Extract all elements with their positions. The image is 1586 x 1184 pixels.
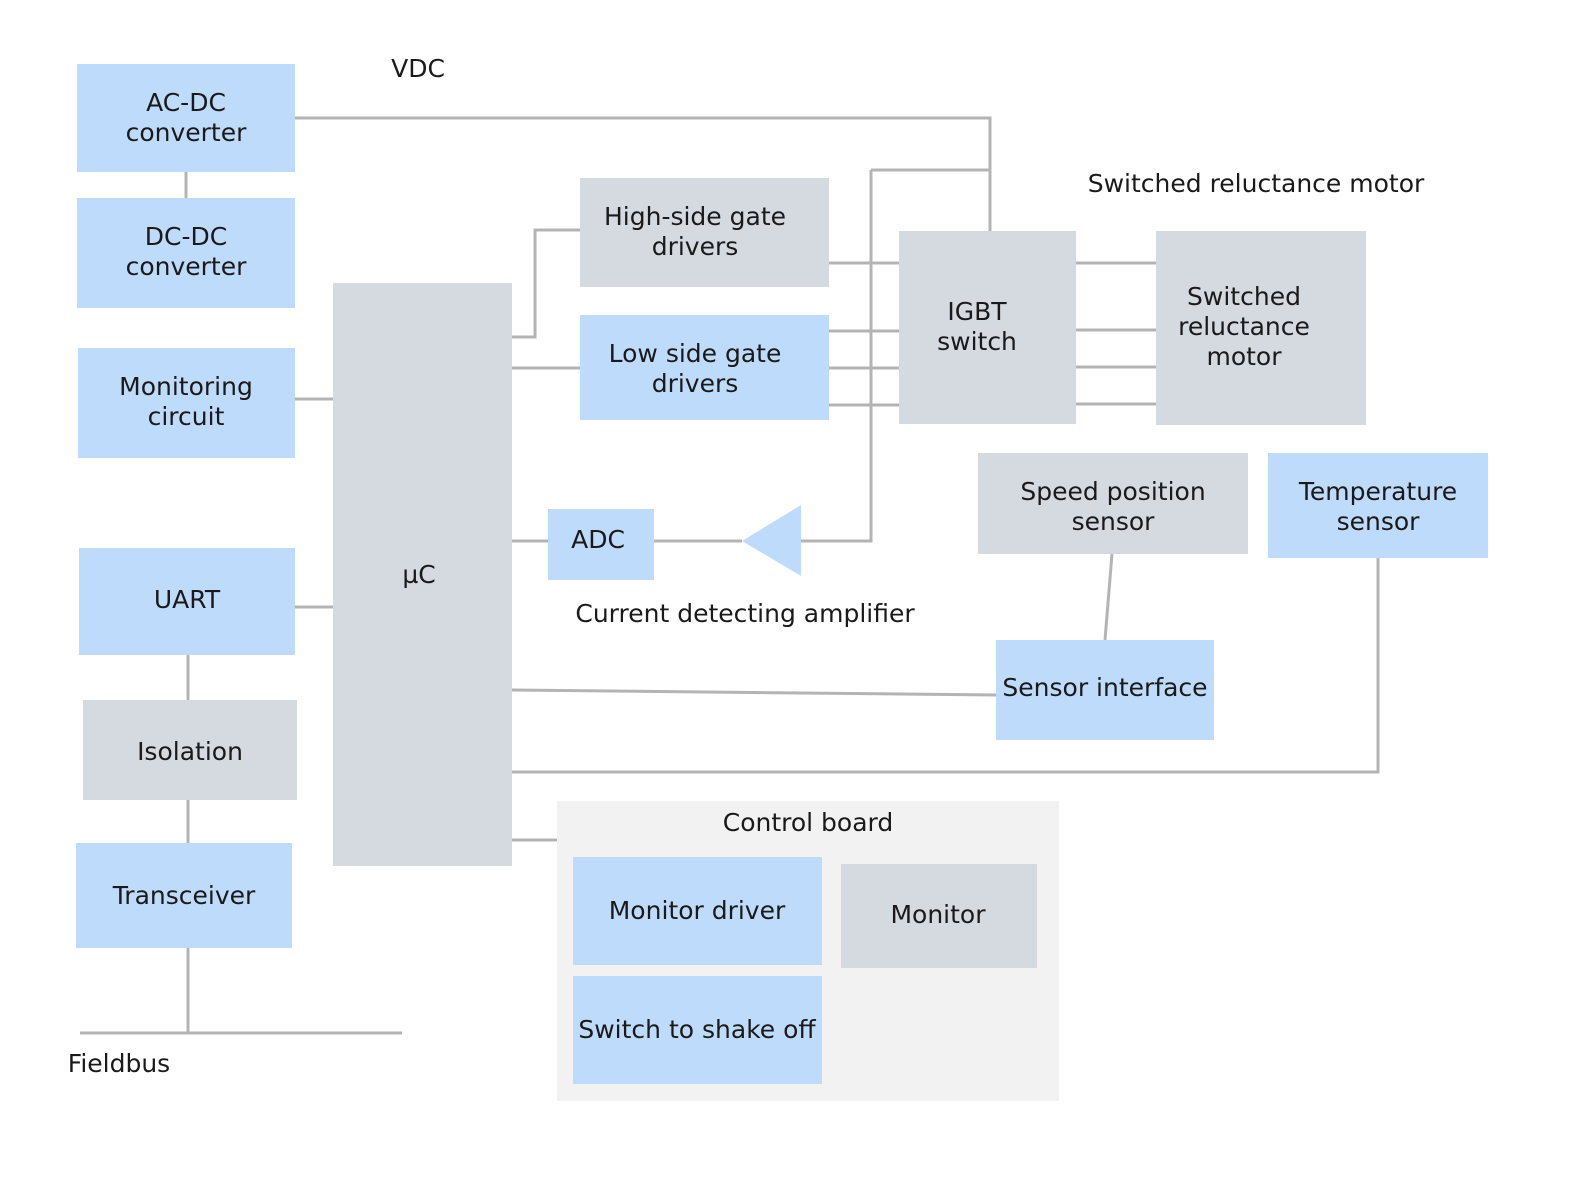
monitor-label: Monitor — [890, 900, 986, 929]
adc-label: ADC — [571, 525, 625, 554]
high-side-gate-drivers-box[interactable] — [580, 178, 829, 287]
temperature-sensor-block[interactable]: Temperature sensor — [1268, 453, 1488, 558]
isolation-block[interactable]: Isolation — [83, 700, 297, 800]
wire-layer — [80, 116, 1380, 1035]
high-side-gate-drivers-label-line1: High-side gate — [604, 202, 786, 231]
fieldbus-label: Fieldbus — [68, 1049, 170, 1078]
low-side-gate-drivers-box[interactable] — [580, 315, 829, 420]
monitoring-circuit-block[interactable]: Monitoring circuit — [78, 348, 295, 458]
high-side-gate-drivers-label-line2: drivers — [652, 232, 739, 261]
monitoring-circuit-label-line2: circuit — [148, 402, 225, 431]
dc-dc-converter-label-line1: DC-DC — [145, 222, 227, 251]
wire-mcu-to-sensor-interface — [511, 688, 997, 697]
current-detecting-amplifier-label: Current detecting amplifier — [575, 599, 915, 628]
control-board-group: Control board Monitor driver Monitor Swi… — [557, 801, 1059, 1101]
igbt-switch-block[interactable]: IGBT switch — [899, 231, 1076, 424]
igbt-switch-box[interactable] — [899, 231, 1076, 424]
monitoring-circuit-label-line1: Monitoring — [119, 372, 253, 401]
ac-dc-converter-label-line2: converter — [126, 118, 248, 147]
switched-reluctance-motor-group-label: Switched reluctance motor — [1088, 169, 1425, 198]
sensor-interface-box[interactable] — [996, 640, 1214, 740]
switch-to-shake-off-block[interactable]: Switch to shake off — [573, 976, 822, 1084]
uart-block[interactable]: UART — [79, 548, 295, 655]
temperature-sensor-box[interactable] — [1268, 453, 1488, 558]
transceiver-box[interactable] — [76, 843, 292, 948]
isolation-label: Isolation — [137, 737, 243, 766]
mcu-block[interactable]: µC — [333, 283, 512, 866]
high-side-gate-drivers-block[interactable]: High-side gate drivers — [580, 178, 829, 287]
speed-position-sensor-block[interactable]: Speed position sensor — [978, 453, 1248, 554]
switch-to-shake-off-label: Switch to shake off — [578, 1015, 816, 1044]
dc-dc-converter-block[interactable]: DC-DC converter — [77, 198, 295, 308]
ac-dc-converter-box[interactable] — [77, 64, 295, 172]
wire-mcu-to-temperature-sensor — [512, 558, 1380, 774]
uart-label: UART — [154, 585, 221, 614]
low-side-gate-drivers-label-line2: drivers — [652, 369, 739, 398]
low-side-gate-drivers-label-line1: Low side gate — [609, 339, 782, 368]
speed-position-sensor-label-line2: sensor — [1072, 507, 1156, 536]
switched-reluctance-motor-label-line3: motor — [1206, 342, 1282, 371]
sensor-interface-block[interactable]: Sensor interface — [996, 640, 1214, 740]
wire-current-sense-bus-vertical — [800, 170, 873, 543]
ac-dc-converter-label-line1: AC-DC — [146, 88, 226, 117]
dc-dc-converter-label-line2: converter — [126, 252, 248, 281]
wire-speed-sensor-to-sensor-interface — [1103, 553, 1114, 641]
transceiver-label: Transceiver — [112, 881, 256, 910]
switch-to-shake-off-box[interactable] — [573, 976, 822, 1084]
switched-reluctance-motor-label-line1: Switched — [1187, 282, 1301, 311]
low-side-gate-drivers-block[interactable]: Low side gate drivers — [580, 315, 829, 420]
sensor-interface-label: Sensor interface — [1002, 673, 1207, 702]
monitor-driver-label: Monitor driver — [609, 896, 786, 925]
monitor-box[interactable] — [841, 864, 1037, 968]
current-detecting-amplifier-triangle[interactable] — [742, 505, 801, 576]
igbt-switch-label-line1: IGBT — [947, 297, 1007, 326]
speed-position-sensor-box[interactable] — [978, 453, 1248, 554]
wire-vdc-acdc-to-igbt — [295, 116, 992, 231]
uart-box[interactable] — [79, 548, 295, 655]
transceiver-block[interactable]: Transceiver — [76, 843, 292, 948]
ac-dc-converter-block[interactable]: AC-DC converter — [77, 64, 295, 172]
monitor-driver-block[interactable]: Monitor driver — [573, 857, 822, 965]
temperature-sensor-label-line2: sensor — [1337, 507, 1421, 536]
switched-reluctance-motor-label-line2: reluctance — [1178, 312, 1310, 341]
adc-block[interactable]: ADC — [548, 509, 654, 580]
vdc-label: VDC — [391, 54, 445, 83]
monitoring-circuit-box[interactable] — [78, 348, 295, 458]
monitor-driver-box[interactable] — [573, 857, 822, 965]
mcu-box[interactable] — [333, 283, 512, 866]
dc-dc-converter-box[interactable] — [77, 198, 295, 308]
adc-box[interactable] — [548, 509, 654, 580]
switched-reluctance-motor-box[interactable] — [1156, 231, 1366, 425]
wire-mcu-to-high-side-gate-drivers — [512, 228, 580, 339]
switched-reluctance-motor-block[interactable]: Switched reluctance motor — [1156, 231, 1366, 425]
mcu-label: µC — [402, 560, 435, 589]
igbt-switch-label-line2: switch — [937, 327, 1017, 356]
control-board-title: Control board — [723, 808, 894, 837]
isolation-box[interactable] — [83, 700, 297, 800]
speed-position-sensor-label-line1: Speed position — [1020, 477, 1205, 506]
temperature-sensor-label-line1: Temperature — [1298, 477, 1457, 506]
monitor-block[interactable]: Monitor — [841, 864, 1037, 968]
